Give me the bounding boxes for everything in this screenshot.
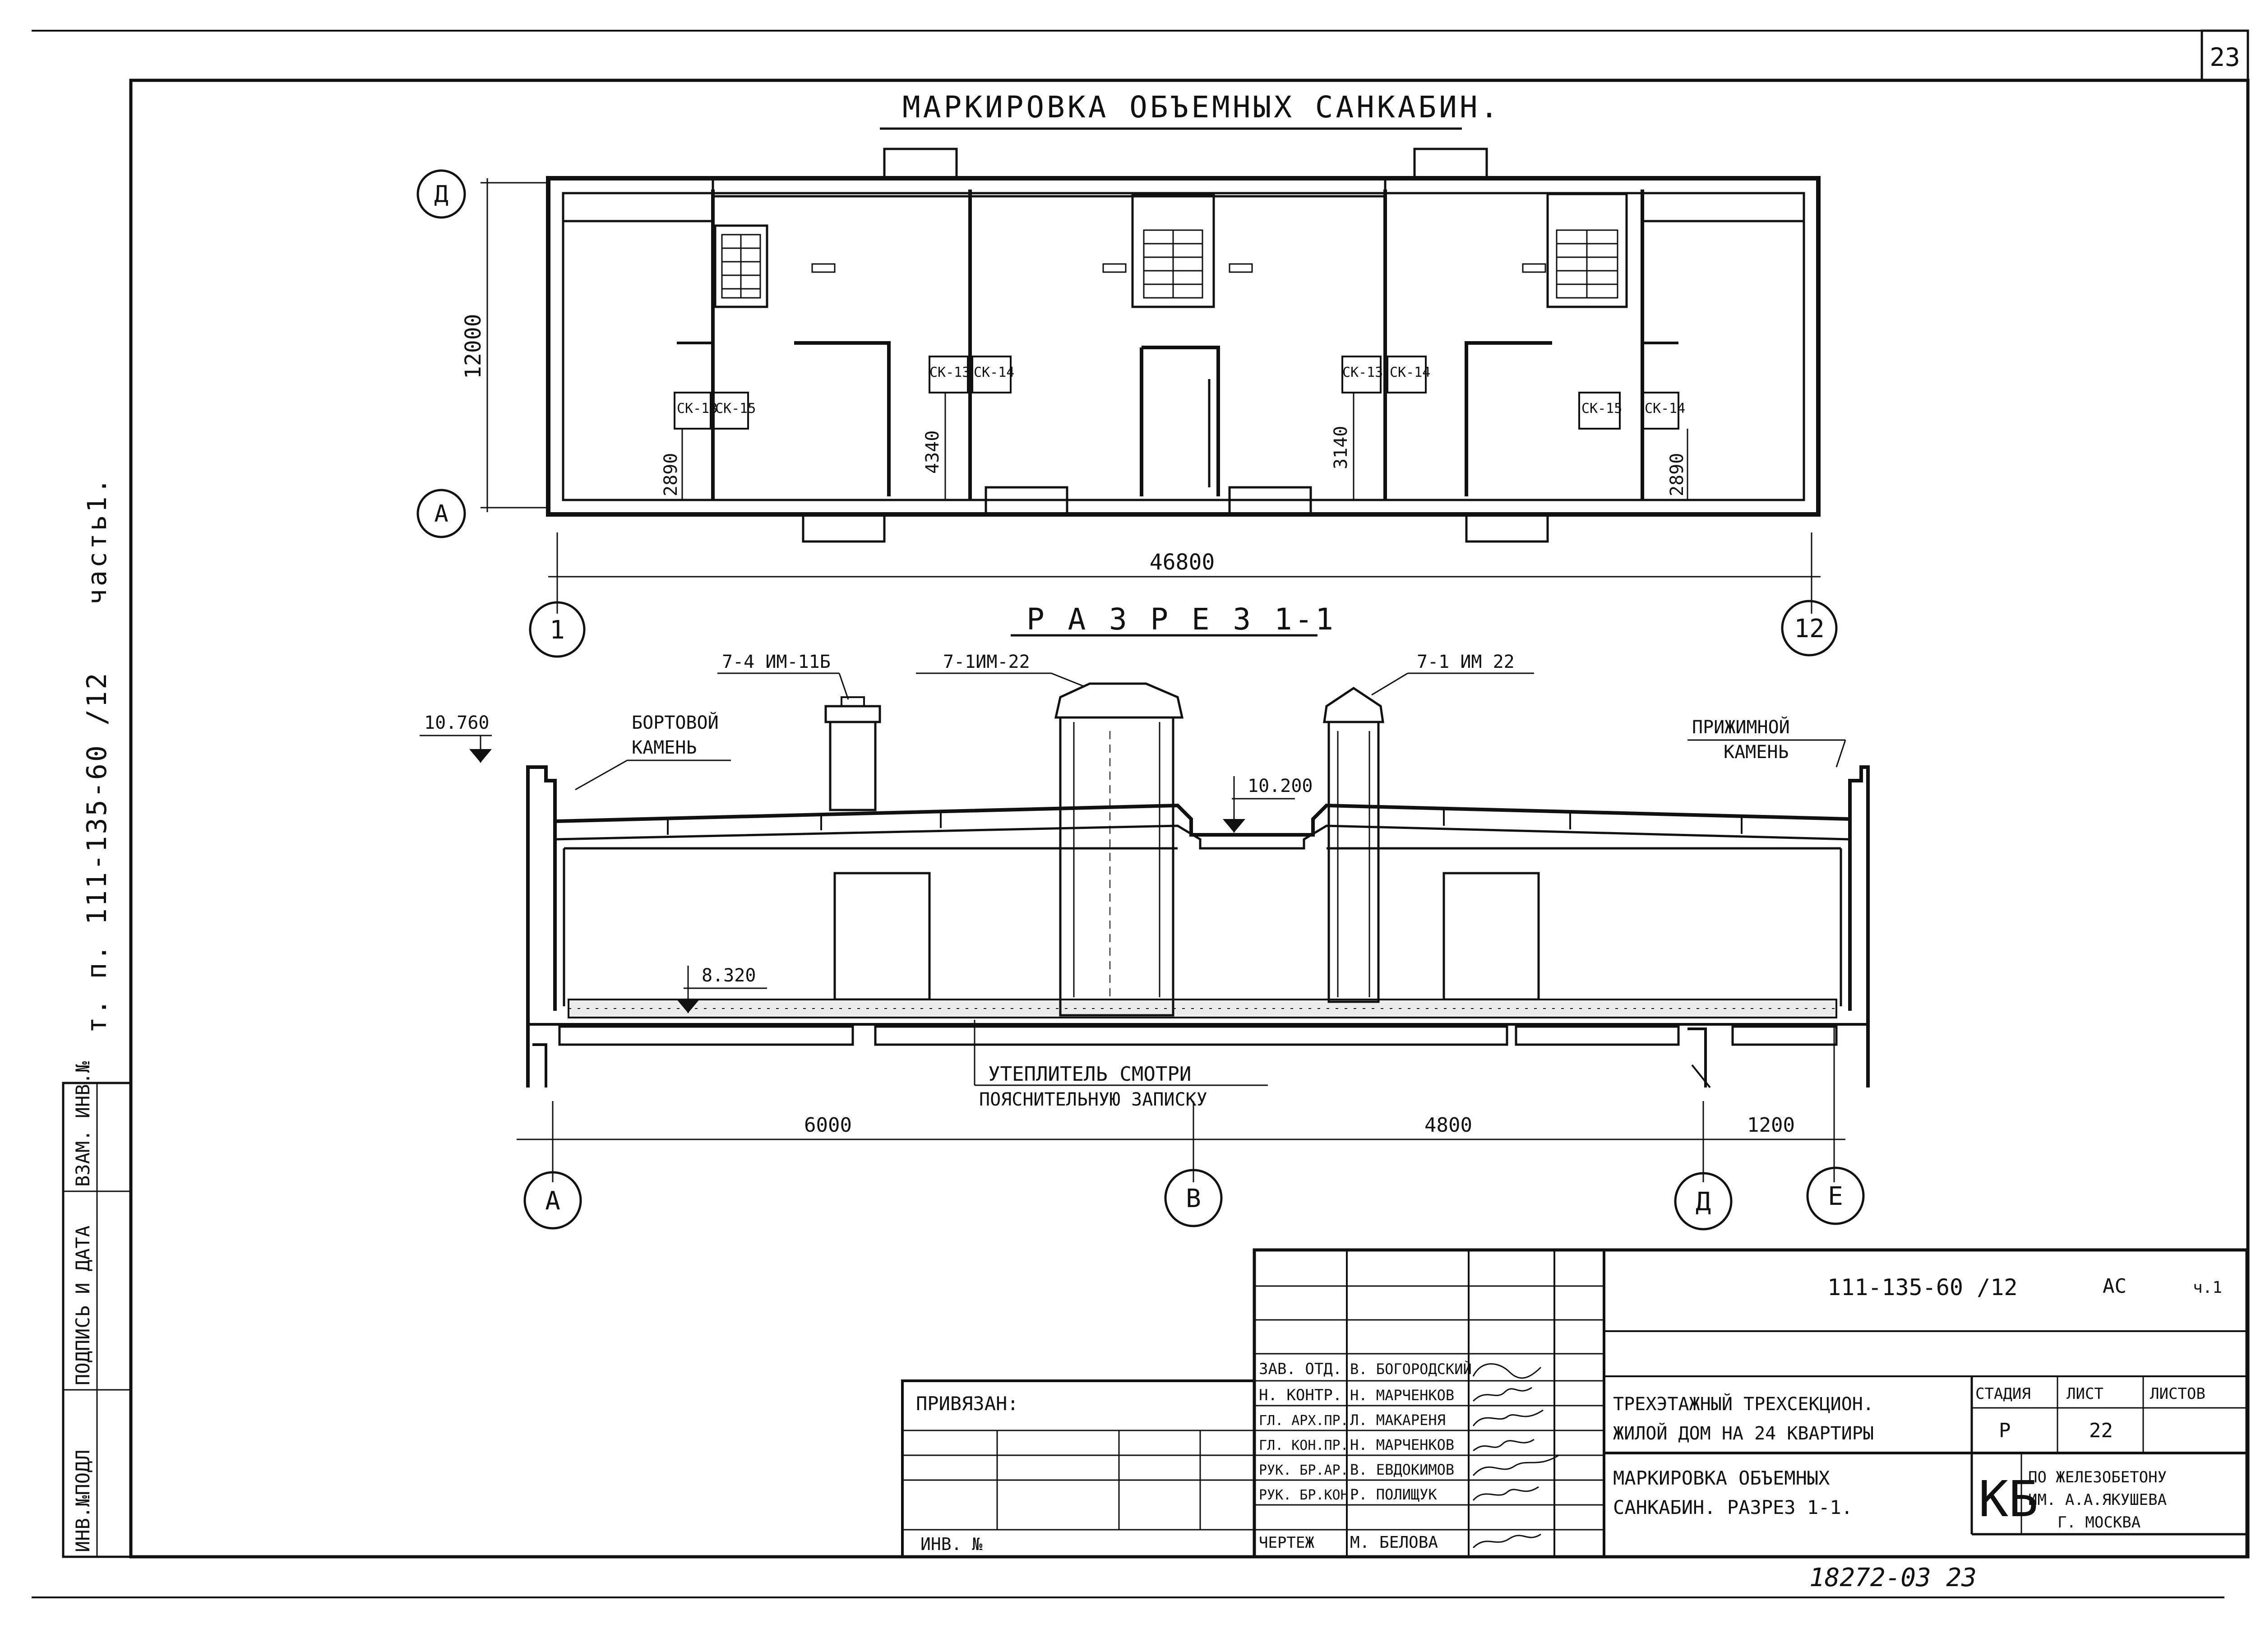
person-name: М. БЕЛОВА [1350,1533,1438,1552]
stair-icon [714,224,768,308]
plan-title: МАРКИРОВКА ОБЪЕМНЫХ САНКАБИН. [902,90,1501,125]
level-label: 8.320 [702,965,756,986]
person-name: Н. МАРЧЕНКОВ [1350,1436,1454,1453]
person-name: Л. МАКАРЕНЯ [1350,1411,1446,1429]
part-label: часть1. [82,476,112,605]
right-stone-label: КАМЕНЬ [1724,742,1789,763]
doc-part: ч.1 [2193,1278,2222,1297]
axis-bubble-label: Д [1696,1187,1711,1217]
cabin-label: СК-14 [1645,401,1685,416]
section-title: Р А З Р Е З 1-1 [1026,602,1336,637]
plan-dim: 4340 [922,430,943,474]
axis-bubble-label: 12 [1794,614,1824,643]
org-logo: КБ [1979,1470,2038,1528]
org-name: Г. МОСКВА [2057,1513,2140,1532]
sanitary-cabin-group: СК-13 СК-14 [929,356,1014,393]
building-name: ЖИЛОЙ ДОМ НА 24 КВАРТИРЫ [1613,1422,1874,1444]
plan-length-dim: 46800 [1150,550,1215,575]
plan-height-dim: 12000 [461,314,486,379]
cabin-label: СК-14 [974,365,1014,380]
cabin-label: СК-13 [1342,365,1383,380]
sheet-value: 22 [2089,1419,2113,1442]
role-label: РУК. БР.КОН. [1259,1487,1357,1503]
vent-shaft-left [824,696,881,811]
axis-bubble-label: 1 [550,615,565,645]
person-name: В. БОГОРОДСКИЙ [1350,1360,1472,1378]
vent-label-3: 7-1 ИМ 22 [1417,652,1515,672]
insulation-note: ПОЯСНИТЕЛЬНУЮ ЗАПИСКУ [979,1089,1207,1110]
attached-label: ПРИВЯЗАН: [916,1393,1019,1415]
axis-bubble-label: Д [434,181,448,208]
section-view: Р А З Р Е З 1-1 [420,602,1870,1231]
title-block: ЗАВ. ОТД. Н. КОНТР. ГЛ. АРХ.ПР. ГЛ. КОН.… [901,1248,2249,1592]
sheet-title: САНКАБИН. РАЗРЕЗ 1-1. [1613,1496,1853,1518]
left-stone-label: БОРТОВОЙ [632,712,719,733]
section-dim: 4800 [1424,1114,1472,1137]
sheet-header: ЛИСТ [2066,1385,2103,1403]
vent-label-1: 7-4 ИМ-11Б [722,652,831,672]
door-opening [1442,872,1540,1001]
archive-number: 18272-03 23 [1809,1563,1977,1592]
org-name: ПО ЖЕЛЕЗОБЕТОНУ [2028,1468,2167,1486]
right-stone-label: ПРИЖИМНОЙ [1692,716,1790,738]
sheets-header: ЛИСТОВ [2150,1385,2205,1403]
stage-header: СТАДИЯ [1975,1385,2031,1403]
stamp-signature: ПОДПИСЬ И ДАТА [72,1226,94,1385]
cabin-label: СК-14 [1390,365,1430,380]
stage-value: Р [1999,1419,2011,1442]
sheet-title: МАРКИРОВКА ОБЪЕМНЫХ [1613,1467,1830,1489]
cabin-label: СК-13 [677,401,717,416]
stair-icon [1131,193,1215,308]
plan-view: МАРКИРОВКА ОБЪЕМНЫХ САНКАБИН. [416,90,1838,658]
inv-label: ИНВ. № [920,1534,982,1554]
insulation-note: УТЕПЛИТЕЛЬ СМОТРИ [988,1063,1191,1086]
plan-dim: 3140 [1331,426,1351,469]
cabin-label: СК-15 [1581,401,1622,416]
vent-label-2: 7-1ИМ-22 [943,652,1030,672]
sanitary-cabin-group: СК-13 СК-15 [674,392,756,430]
role-label: Н. КОНТР. [1259,1386,1342,1404]
level-label: 10.200 [1248,776,1313,796]
level-mark: 10.200 [1223,776,1313,833]
section-dim: 6000 [804,1114,852,1137]
page-number: 23 [2210,43,2240,72]
level-mark: 8.320 [677,965,767,1013]
left-stone-label: КАМЕНЬ [632,737,697,758]
doc-mark: АС [2103,1275,2127,1298]
level-mark: 10.760 [420,713,492,763]
axis-bubble-label: А [434,500,448,528]
stamp-inv-orig: ИНВ.№ПОДЛ [72,1449,94,1552]
role-label: ЧЕРТЕЖ [1259,1534,1314,1552]
signature-marks [1472,1363,1559,1549]
door-opening [833,872,931,1001]
cabin-label: СК-13 [929,365,970,380]
vent-shaft-right [1323,686,1384,1003]
vent-shaft-middle [1054,682,1184,1017]
side-stamp: ИНВ.№ПОДЛ ПОДПИСЬ И ДАТА ВЗАМ. ИНВ.№ [62,1061,132,1558]
role-label: ГЛ. КОН.ПР. [1259,1438,1349,1453]
axis-bubble-label: Е [1828,1182,1843,1211]
stamp-inv-replace: ВЗАМ. ИНВ.№ [72,1061,94,1187]
axis-bubble-label: В [1186,1184,1201,1213]
building-name: ТРЕХЭТАЖНЫЙ ТРЕХСЕКЦИОН. [1613,1393,1874,1415]
level-label: 10.760 [424,713,490,733]
plan-dim: 2890 [1667,453,1687,496]
person-name: Н. МАРЧЕНКОВ [1350,1387,1454,1404]
cabin-label: СК-15 [715,401,756,416]
role-label: ГЛ. АРХ.ПР. [1259,1413,1349,1429]
axis-bubble-label: А [545,1186,560,1216]
section-dim: 1200 [1747,1114,1795,1137]
role-label: ЗАВ. ОТД. [1259,1360,1342,1378]
sanitary-cabin-group: СК-15 СК-14 [1578,392,1685,430]
person-name: Р. ПОЛИЩУК [1350,1486,1437,1503]
stair-icon [1546,193,1628,308]
person-name: В. ЕВДОКИМОВ [1350,1461,1454,1478]
role-label: РУК. БР.АР. [1259,1462,1349,1478]
sanitary-cabin-group: СК-13 СК-14 [1341,356,1430,393]
org-name: ИМ. А.А.ЯКУШЕВА [2028,1491,2167,1509]
plan-dim: 2890 [661,453,681,496]
project-code: т. п. 111-135-60 /12 [81,671,113,1033]
doc-number: 111-135-60 /12 [1827,1274,2017,1300]
